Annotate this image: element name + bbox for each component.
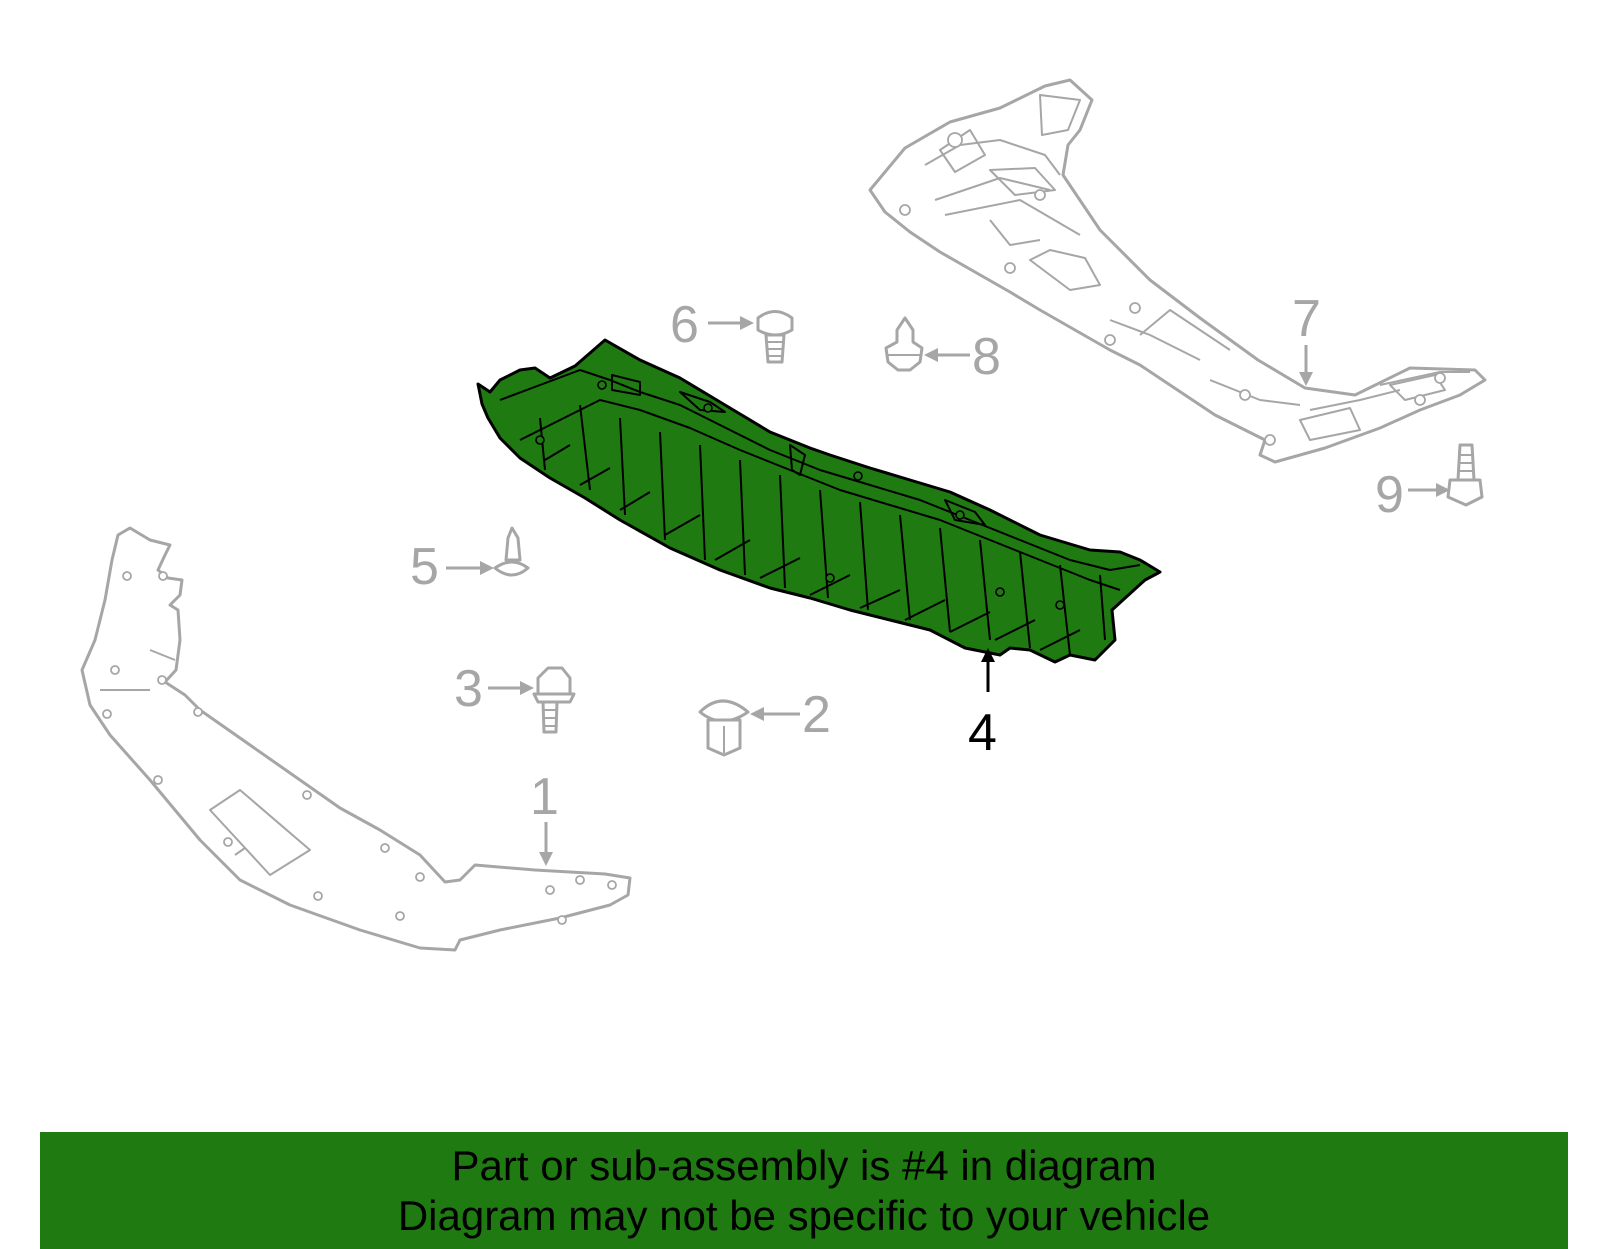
callout-8: 8 [972,328,1001,386]
callout-2: 2 [802,686,831,744]
part-1-lower-panel [80,526,632,952]
fastener-6-screw [756,310,794,364]
fastener-5-push-pin [493,526,530,577]
banner-line-disclaimer: Diagram may not be specific to your vehi… [397,1191,1211,1239]
callout-9: 9 [1375,466,1404,524]
fastener-2-retainer [698,699,750,757]
callout-labels: 1 2 3 4 5 6 7 8 9 [410,290,1404,826]
fastener-3-flange-bolt [532,666,576,734]
callout-1: 1 [530,768,559,826]
callout-7: 7 [1292,290,1321,348]
fastener-8-clip [884,316,924,372]
info-banner: Part or sub-assembly is #4 in diagram Di… [40,1132,1568,1249]
callout-leaders [446,316,1450,866]
part-4-splash-shield [476,338,1162,664]
fastener-9-bolt [1446,443,1484,507]
callout-6: 6 [670,296,699,354]
callout-3: 3 [454,660,483,718]
part-7-under-cover [868,78,1487,464]
banner-line-part: Part or sub-assembly is #4 in diagram [451,1141,1157,1189]
callout-4: 4 [968,704,997,762]
callout-5: 5 [410,538,439,596]
parts-diagram: 1 2 3 4 5 6 7 8 9 [80,78,1487,952]
